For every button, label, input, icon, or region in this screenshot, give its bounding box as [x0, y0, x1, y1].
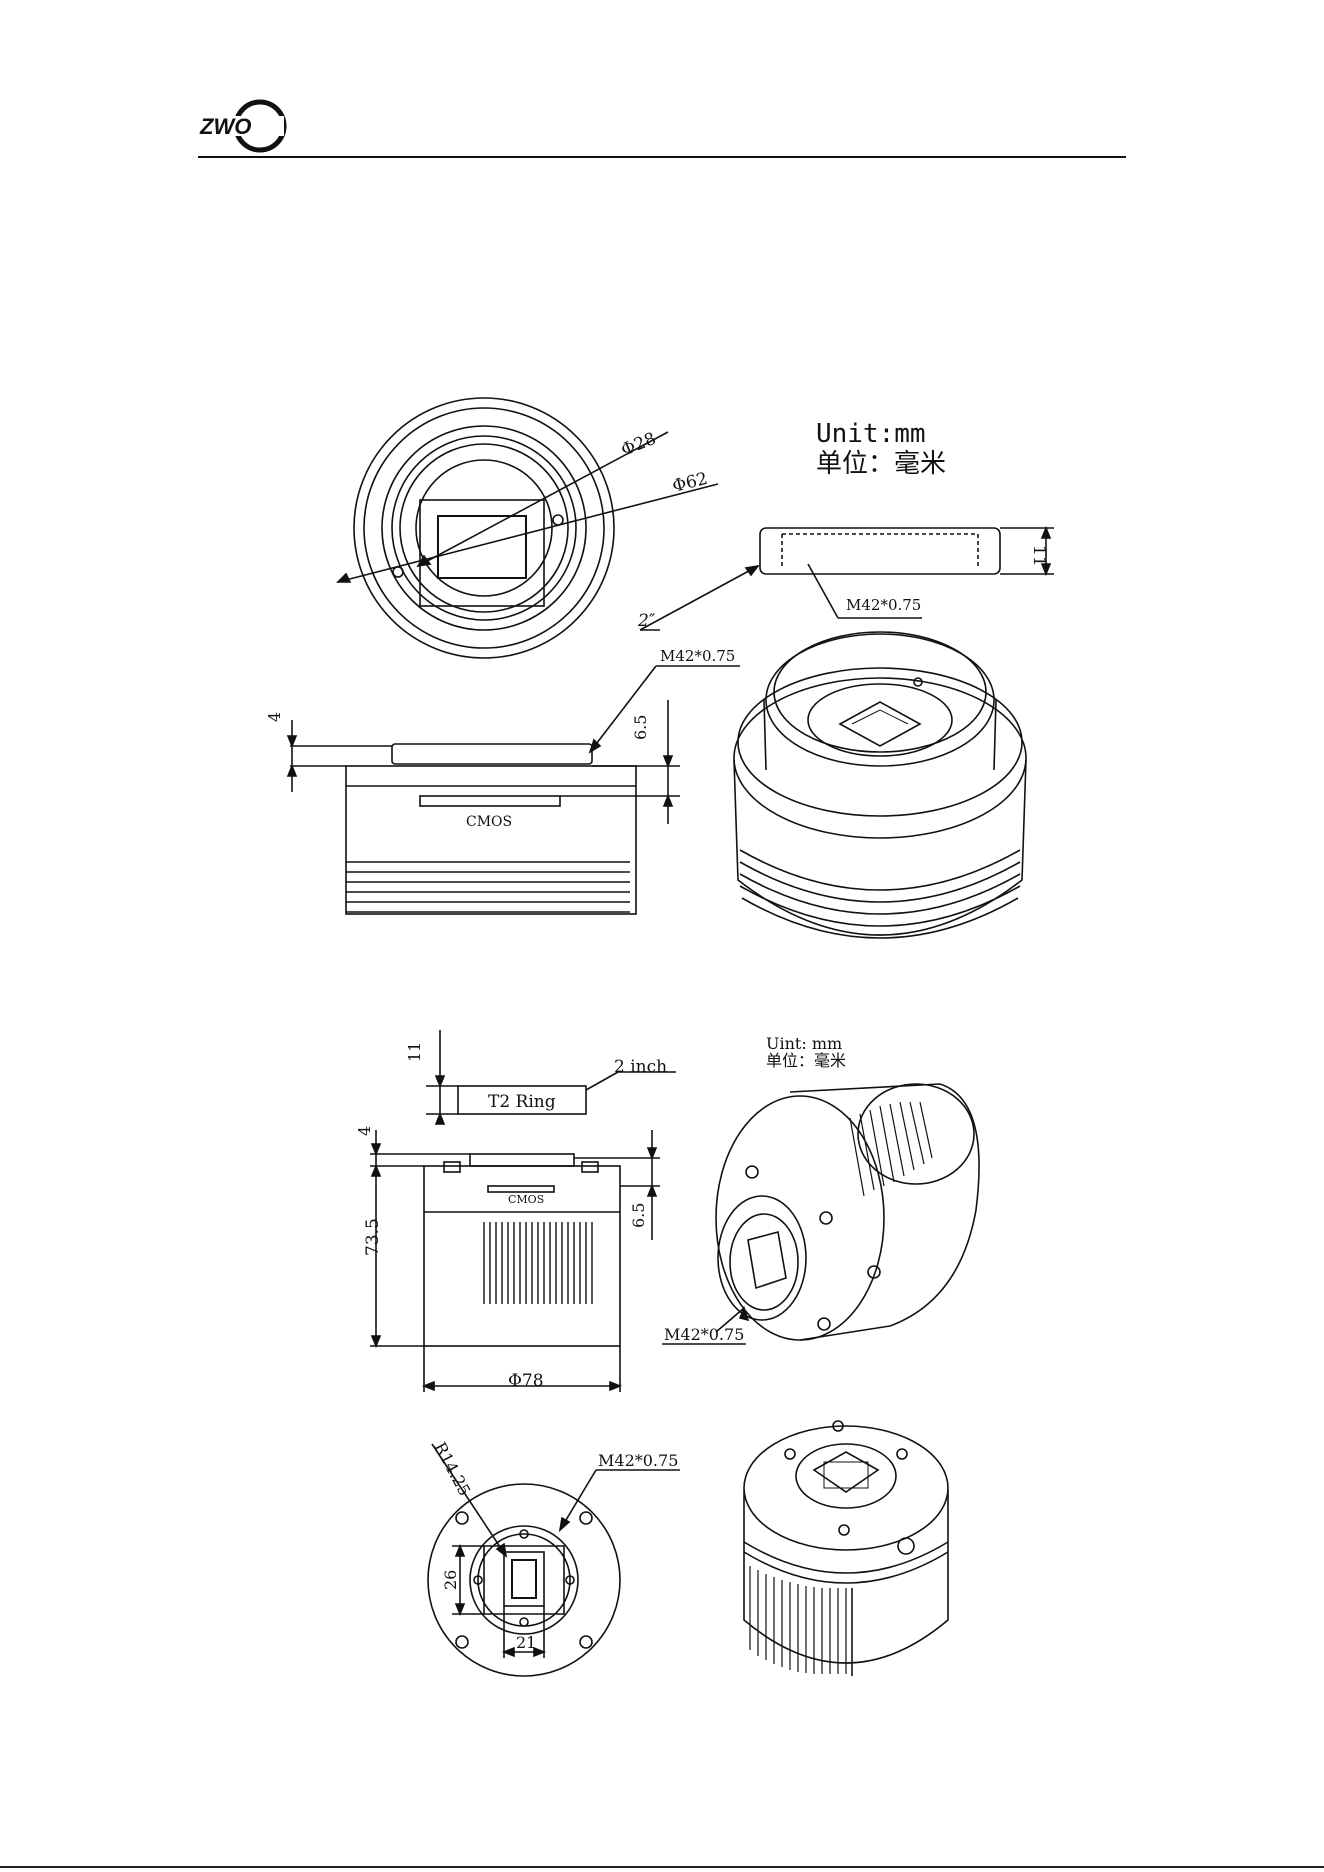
dim-6-5-label-lower: 6.5: [629, 1203, 648, 1228]
dim-21-label: 21: [516, 1633, 536, 1652]
unit-label-zh: 单位：毫米: [816, 449, 946, 479]
dim-11-label: 11: [405, 1042, 424, 1062]
camera-3d-lower: [662, 1084, 979, 1344]
size-2in-label: 2″: [637, 611, 656, 631]
dia-28-label: Φ28: [618, 429, 658, 461]
t2-ring-label: T2 Ring: [488, 1092, 556, 1112]
dim-4-label: 4: [265, 712, 284, 722]
dim-26-label: 26: [441, 1570, 460, 1590]
camera-3d-lower-rear: [744, 1421, 948, 1676]
dia-78-label: Φ78: [508, 1371, 544, 1391]
t2-ring-upper: [640, 528, 1054, 630]
thickness-11-label: 11: [1029, 545, 1049, 567]
dia-62-label: Φ62: [670, 469, 709, 497]
camera-3d-upper: [734, 632, 1026, 938]
dim-4-label-lower: 4: [355, 1126, 374, 1136]
unit-label-en: Unit:mm: [816, 419, 926, 449]
front-thread-label: M42*0.75: [660, 647, 735, 665]
size-2inch-label: 2 inch: [614, 1057, 667, 1077]
radius-label: R14.25: [430, 1439, 474, 1499]
side-view-lower: [370, 1130, 660, 1392]
footer-divider: [0, 1866, 1324, 1868]
unit-label-zh-lower: 单位：毫米: [766, 1051, 846, 1070]
side-view-upper: [288, 666, 740, 914]
dim-73-5-label: 73.5: [363, 1218, 383, 1256]
front-thread-label-lower: M42*0.75: [598, 1451, 678, 1470]
dim-6-5-label: 6.5: [631, 715, 650, 740]
side-thread-label: M42*0.75: [664, 1325, 744, 1344]
ring-thread-label: M42*0.75: [846, 596, 921, 614]
cmos-label-lower: CMOS: [508, 1193, 544, 1206]
cmos-label-upper: CMOS: [466, 814, 512, 830]
